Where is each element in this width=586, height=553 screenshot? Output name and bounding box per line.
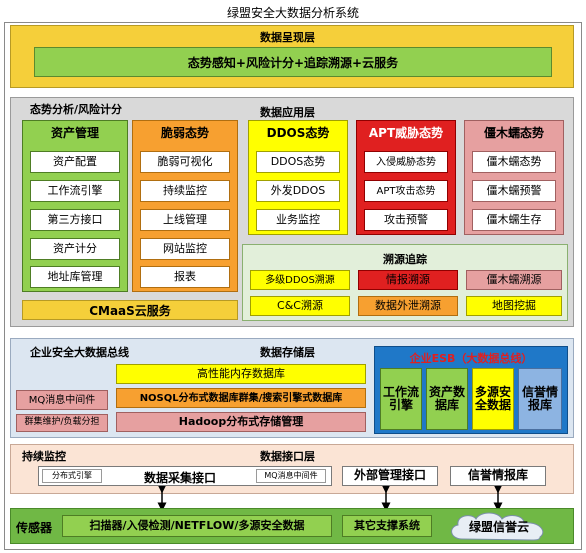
apt-title: APT威胁态势 xyxy=(368,126,444,140)
asset-item: 资产配置 xyxy=(30,151,120,173)
apt-item: 入侵威胁态势 xyxy=(364,151,448,173)
vuln-item: 脆弱可视化 xyxy=(140,151,230,173)
presentation-bar: 态势感知+风险计分+追踪溯源+云服务 xyxy=(34,47,552,77)
botnet-title: 僵木蠕态势 xyxy=(483,126,544,140)
trace-item: 地图挖掘 xyxy=(466,296,562,316)
hadoop-storage-box: Hadoop分布式存储管理 xyxy=(116,412,366,432)
asset-item: 资产计分 xyxy=(30,238,120,260)
vuln-item: 报表 xyxy=(140,266,230,288)
ddos-item: DDOS态势 xyxy=(256,151,340,173)
trace-item: 数据外泄溯源 xyxy=(358,296,458,316)
connector-arrows xyxy=(157,486,503,510)
scanner-box: 扫描器/入侵检测/NETFLOW/多源安全数据 xyxy=(62,515,332,537)
situation-analysis-label: 态势分析/风险计分 xyxy=(30,103,123,116)
distributed-engine-tag: 分布式引擎 xyxy=(42,469,102,483)
ddos-item: 外发DDOS xyxy=(256,180,340,202)
external-management-interface: 外部管理接口 xyxy=(342,466,438,486)
trace-item: 情报溯源 xyxy=(358,270,458,290)
interface-layer-label: 数据接口层 xyxy=(260,450,315,463)
cluster-maintenance-box: 群集维护/负载分担 xyxy=(16,414,108,432)
data-collection-label: 数据采集接口 xyxy=(143,471,216,485)
mq-middleware-box: MQ消息中间件 xyxy=(16,390,108,410)
esb-item: 信誉情报库 xyxy=(518,368,562,430)
sensor-label: 传感器 xyxy=(16,521,53,535)
trace-item: C&C溯源 xyxy=(250,296,350,316)
vulnerability-column xyxy=(132,120,238,292)
esb-item: 多源安全数据 xyxy=(472,368,514,430)
asset-item: 地址库管理 xyxy=(30,266,120,288)
trace-title: 溯源追踪 xyxy=(383,253,427,266)
reputation-intel-interface: 信誉情报库 xyxy=(450,466,546,486)
ddos-item: 业务监控 xyxy=(256,209,340,231)
storage-layer-label: 数据存储层 xyxy=(260,346,315,359)
trace-item: 多级DDOS溯源 xyxy=(250,270,350,290)
asset-management-column xyxy=(22,120,128,292)
esb-title: 企业ESB（大数据总线） xyxy=(409,352,533,365)
esb-item: 资产数据库 xyxy=(426,368,468,430)
asset-item: 第三方接口 xyxy=(30,209,120,231)
diagram-title: 绿盟安全大数据分析系统 xyxy=(226,5,359,20)
enterprise-bus-label: 企业安全大数据总线 xyxy=(30,346,129,359)
memory-db-box: 高性能内存数据库 xyxy=(116,364,366,384)
ddos-title: DDOS态势 xyxy=(266,126,330,140)
botnet-item: 僵木蠕生存 xyxy=(472,209,556,231)
cloud-icon xyxy=(451,512,544,541)
nosql-db-box: NOSQL分布式数据库群集/搜索引擎式数据库 xyxy=(116,388,366,408)
presentation-layer-label: 数据呈现层 xyxy=(260,31,315,44)
asset-item: 工作流引擎 xyxy=(30,180,120,202)
esb-item: 工作流引擎 xyxy=(380,368,422,430)
apt-item: 攻击预警 xyxy=(364,209,448,231)
cmaas-bar: CMaaS云服务 xyxy=(22,300,238,320)
mq-small-tag: MQ消息中间件 xyxy=(256,469,326,483)
asset-management-title: 资产管理 xyxy=(50,126,99,140)
other-support-box: 其它支撑系统 xyxy=(342,515,432,537)
continuous-monitoring-label: 持续监控 xyxy=(22,450,66,463)
botnet-item: 僵木蠕预警 xyxy=(472,180,556,202)
outer-frame xyxy=(4,22,582,550)
botnet-item: 僵木蠕态势 xyxy=(472,151,556,173)
vuln-item: 持续监控 xyxy=(140,180,230,202)
application-layer-label: 数据应用层 xyxy=(260,106,315,119)
vulnerability-title: 脆弱态势 xyxy=(160,126,209,140)
apt-item: APT攻击态势 xyxy=(364,180,448,202)
vuln-item: 上线管理 xyxy=(140,209,230,231)
vuln-item: 网站监控 xyxy=(140,238,230,260)
trace-item: 僵木蠕溯源 xyxy=(466,270,562,290)
nsfocus-cloud-label: 绿盟信誉云 xyxy=(468,520,529,534)
